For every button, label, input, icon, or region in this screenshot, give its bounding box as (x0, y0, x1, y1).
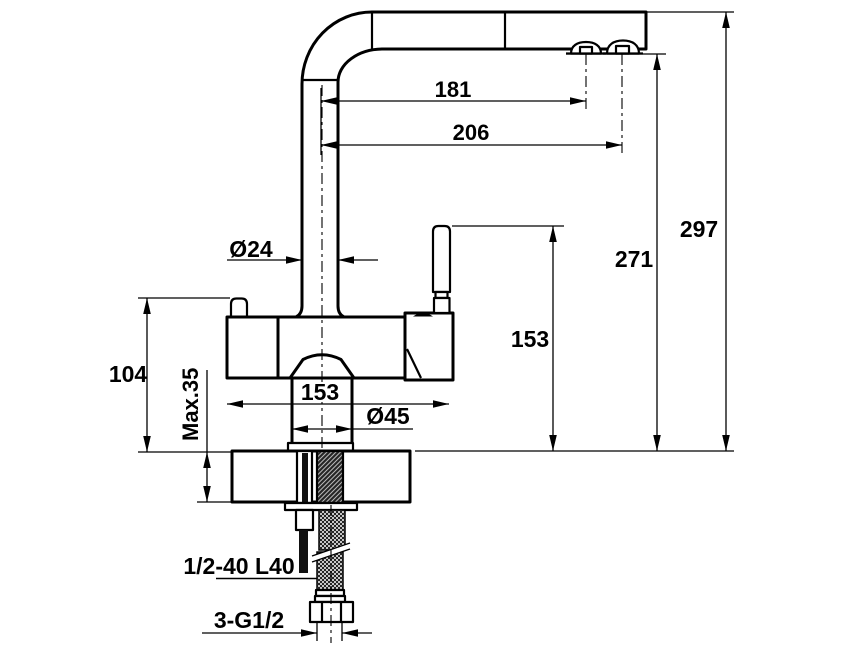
dim-label-153-height: 153 (511, 326, 549, 352)
dim-label-206: 206 (453, 120, 490, 145)
dim-label-153-length: 153 (301, 379, 339, 405)
dim-label-dia45: Ø45 (366, 403, 410, 429)
dimension-labels: 181 206 297 271 153 Ø24 104 Max.35 153 Ø… (109, 77, 718, 633)
lever-handle (431, 224, 452, 294)
dim-label-max35: Max.35 (178, 368, 203, 441)
dim-label-297: 297 (680, 216, 718, 242)
aerator-outlets (566, 39, 643, 55)
faucet-spout (295, 10, 648, 319)
dim-label-104: 104 (109, 361, 148, 387)
stud-rod (299, 530, 308, 573)
dim-label-supply-connection: 3-G1/2 (214, 607, 284, 633)
dim-label-dia24: Ø24 (229, 236, 273, 262)
dim-label-271: 271 (615, 246, 654, 272)
dim-label-181: 181 (435, 77, 472, 102)
faucet-body (225, 224, 455, 453)
centerlines (321, 54, 623, 643)
dimension-lines (143, 12, 730, 637)
dim-label-hose-thread: 1/2-40 L40 (183, 553, 294, 579)
under-counter-assembly (283, 449, 359, 624)
lever-joint (413, 313, 433, 317)
side-knob (229, 297, 249, 317)
